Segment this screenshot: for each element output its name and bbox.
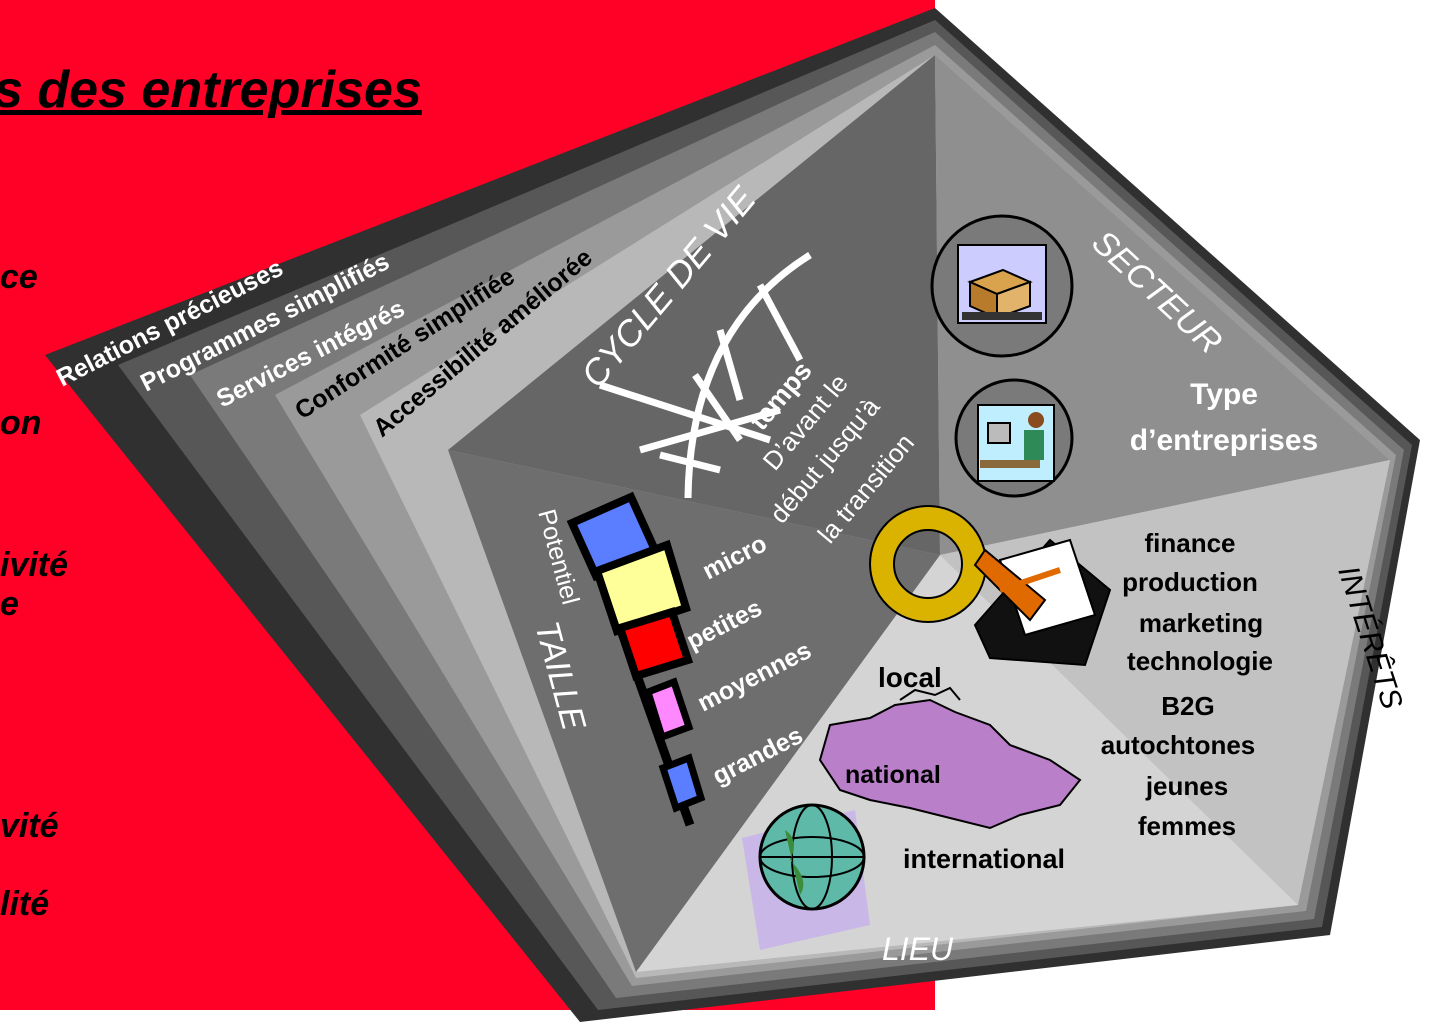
segment-size [448,450,940,972]
interest-item-femmes: femmes [1138,811,1236,841]
canada-map-icon [818,686,1082,830]
interest-item-technologie: technologie [1127,646,1273,676]
segment-lifecycle [448,55,940,555]
left-fragment-3: ivité [0,546,69,584]
interest-item-finance: finance [1144,528,1235,558]
computer-worker-icon [954,378,1074,498]
size-bar-moyennes [614,607,694,681]
size-bar-extra [658,753,706,813]
left-fragment-5: vité [0,807,59,845]
location-item-local: local [878,662,942,693]
left-fragment-6: lité [0,885,50,923]
size-bar-petites [591,539,691,637]
interest-item-jeunes: jeunes [1145,771,1228,801]
left-fragment-4: e [0,585,19,623]
handsaw-on-computer-icon [973,538,1112,667]
size-bar-grandes [643,677,694,742]
left-fragment-1: ce [0,258,38,296]
sector-desc-1: Type [1190,378,1258,411]
sector-desc-2: d’entreprises [1130,424,1318,457]
location-title: LIEU [882,931,954,967]
location-item-national: national [845,761,941,789]
lifecycle-curve-icon [598,252,812,499]
left-fragment-2: on [0,404,42,442]
globe-icon [742,803,870,950]
size-bars-icon [566,491,706,827]
page-title: s des entreprises [0,61,422,119]
interest-item-marketing: marketing [1139,608,1263,638]
location-item-international: international [903,844,1065,874]
interest-item-b2g: B2G [1161,691,1214,721]
interest-item-production: production [1122,567,1258,597]
interest-item-autochtones: autochtones [1101,730,1256,760]
open-box-icon [930,214,1074,358]
